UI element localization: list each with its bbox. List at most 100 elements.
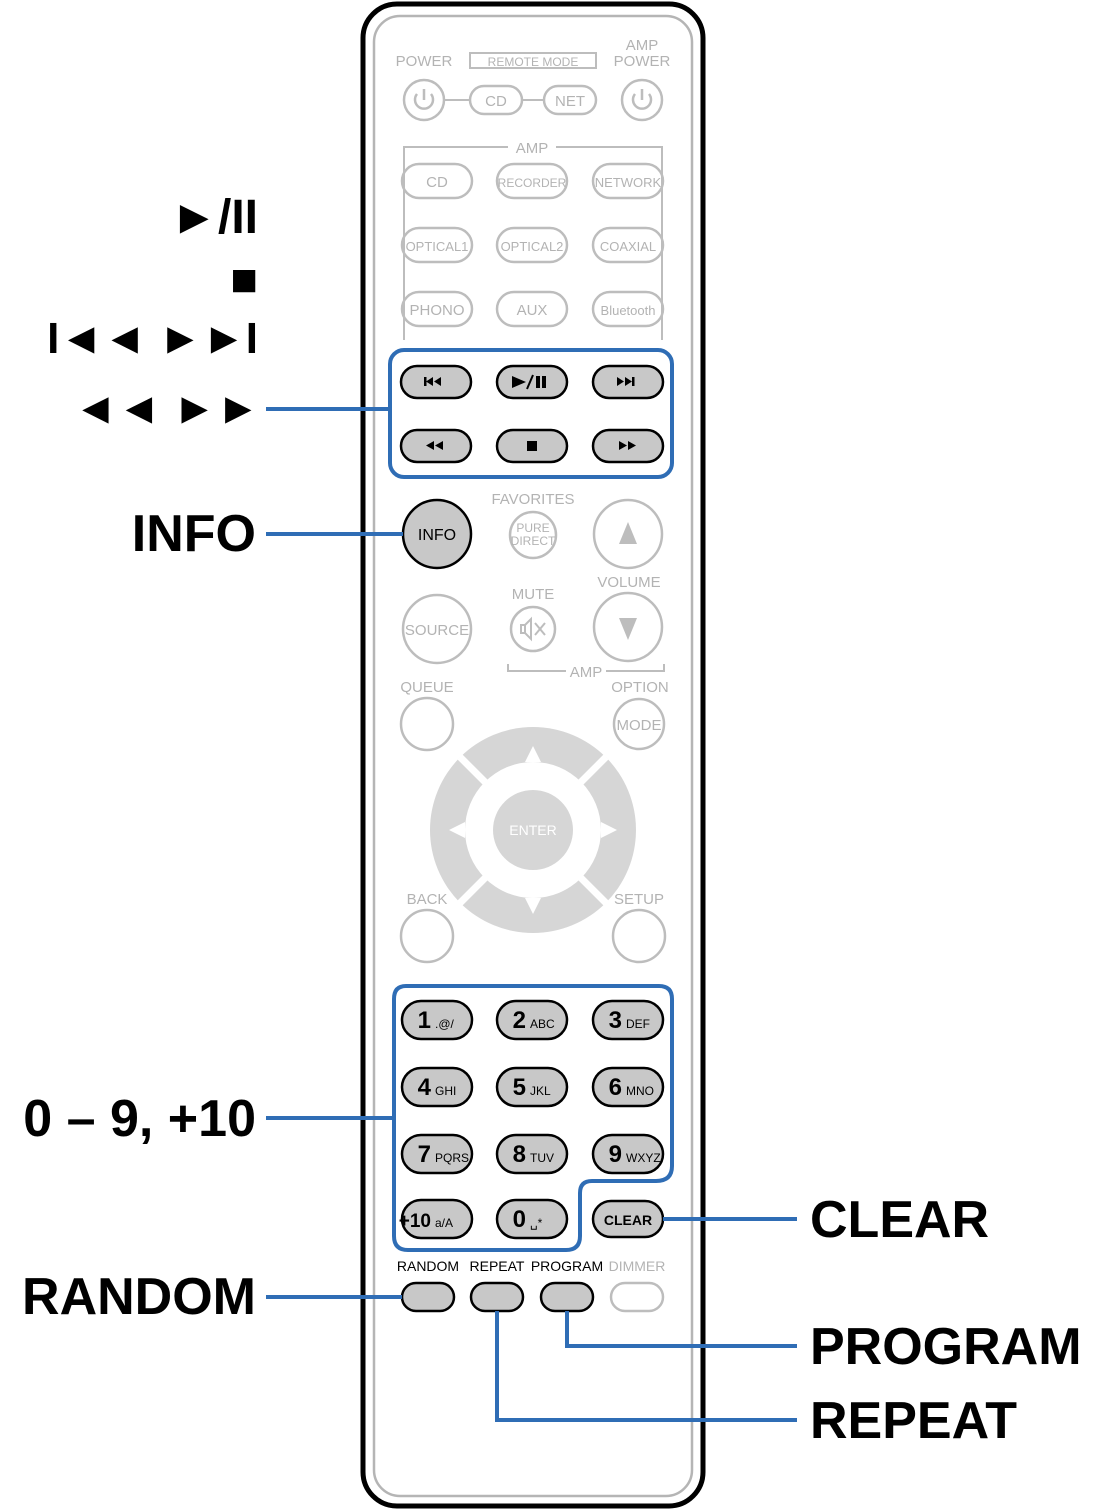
amp-input-cd-button[interactable]: CD: [400, 162, 474, 200]
numpad-key-number: 0: [513, 1206, 526, 1233]
svg-text:OPTICAL1: OPTICAL1: [406, 239, 469, 254]
numpad-key-letters: JKL: [530, 1084, 551, 1098]
svg-text:Bluetooth: Bluetooth: [601, 303, 656, 318]
amp-input-bluetooth-button[interactable]: Bluetooth: [591, 290, 665, 328]
numpad-key-0[interactable]: 0 ␣*: [495, 1198, 569, 1240]
dpad-left-icon[interactable]: [449, 822, 465, 838]
fast-forward-button[interactable]: [591, 428, 665, 464]
amp-section-label: AMP: [516, 140, 549, 157]
svg-text:MODE: MODE: [617, 717, 662, 734]
repeat-callout: REPEAT: [810, 1392, 1018, 1450]
program-button[interactable]: [539, 1281, 595, 1313]
amp-power-button[interactable]: [620, 78, 664, 122]
option-label: OPTION: [611, 679, 669, 696]
numpad-key-letters: ABC: [530, 1017, 555, 1031]
program-label: PROGRAM: [531, 1258, 603, 1274]
amp-input-coaxial-button[interactable]: COAXIAL: [591, 226, 665, 264]
volume-down-button[interactable]: [592, 591, 664, 663]
mute-label: MUTE: [512, 586, 555, 603]
numpad-key-2[interactable]: 2 ABC: [495, 999, 569, 1041]
directional-pad: ENTER: [430, 727, 636, 933]
rewind-button[interactable]: [399, 428, 473, 464]
fast-forward-icon: [619, 441, 636, 450]
enter-button[interactable]: [493, 790, 573, 870]
numpad-key-letters: TUV: [530, 1151, 554, 1165]
svg-text:PURE: PURE: [516, 521, 549, 535]
volume-up-button[interactable]: [592, 498, 664, 570]
numbers-callout: 0 – 9, +10: [23, 1090, 256, 1148]
svg-text:OPTICAL2: OPTICAL2: [501, 239, 564, 254]
random-button[interactable]: [400, 1281, 456, 1313]
power-icon: [413, 93, 435, 110]
setup-button[interactable]: [611, 908, 667, 964]
mode-button[interactable]: MODE: [612, 697, 666, 751]
amp-power-label-2: POWER: [614, 53, 671, 70]
numpad-key-number: 3: [609, 1007, 622, 1034]
svg-text:CLEAR: CLEAR: [604, 1212, 652, 1228]
dpad-right-icon[interactable]: [601, 822, 617, 838]
info-button[interactable]: INFO: [401, 498, 473, 570]
dimmer-label: DIMMER: [609, 1258, 666, 1274]
amp-input-recorder-button[interactable]: RECORDER: [495, 162, 569, 200]
play-pause-button[interactable]: [495, 364, 569, 400]
rewind-icon: [426, 441, 443, 450]
numpad-key-letters: ␣*: [530, 1216, 543, 1230]
random-callout: RANDOM: [22, 1268, 256, 1326]
queue-label: QUEUE: [400, 679, 453, 696]
source-button[interactable]: SOURCE: [401, 593, 473, 665]
amp-power-label-1: AMP: [626, 37, 659, 54]
skip-back-button[interactable]: [399, 364, 473, 400]
amp-input-network-button[interactable]: NETWORK: [591, 162, 665, 200]
numpad-key-1[interactable]: 1.@/: [400, 999, 474, 1041]
program-callout: PROGRAM: [810, 1318, 1082, 1376]
svg-text:CD: CD: [485, 93, 507, 110]
remote-mode-label: REMOTE MODE: [488, 55, 579, 69]
amp-input-aux-button[interactable]: AUX: [495, 290, 569, 328]
power-label: POWER: [396, 53, 453, 70]
program-leader-line: [565, 1311, 797, 1348]
numpad-key-number: +10: [399, 1211, 431, 1232]
queue-button[interactable]: [399, 696, 455, 752]
pure-direct-button[interactable]: PURE DIRECT: [508, 510, 558, 560]
repeat-button[interactable]: [469, 1281, 525, 1313]
numpad-key-number: 4: [418, 1074, 432, 1101]
svg-text:AUX: AUX: [517, 302, 548, 319]
svg-text:DIRECT: DIRECT: [511, 534, 556, 548]
back-button[interactable]: [399, 908, 455, 964]
triangle-down-icon: [619, 618, 637, 640]
dpad-down-icon[interactable]: [525, 898, 541, 914]
amp-input-optical2-button[interactable]: OPTICAL2: [495, 226, 569, 264]
clear-button[interactable]: CLEAR: [591, 1199, 665, 1239]
skip-forward-button[interactable]: [591, 364, 665, 400]
volume-label: VOLUME: [597, 574, 660, 591]
stop-callout: ■: [230, 253, 258, 305]
stop-icon: [527, 441, 537, 451]
svg-text:SOURCE: SOURCE: [405, 622, 469, 639]
svg-text:CD: CD: [426, 174, 448, 191]
numpad-highlight-box: [392, 984, 674, 1252]
remote-mode-net-button[interactable]: NET: [542, 84, 598, 116]
numpad-key-number: 7: [418, 1141, 431, 1168]
stop-button[interactable]: [495, 428, 569, 464]
power-icon: [631, 93, 653, 110]
amp-input-phono-button[interactable]: PHONO: [400, 290, 474, 328]
numpad-key-number: 2: [513, 1007, 526, 1034]
triangle-up-icon: [619, 522, 637, 544]
numpad-key-number: 6: [609, 1074, 622, 1101]
search-callout: ◄◄ ►►: [73, 384, 260, 433]
amp-input-optical1-button[interactable]: OPTICAL1: [400, 226, 474, 264]
dpad-up-icon[interactable]: [525, 746, 541, 762]
setup-label: SETUP: [614, 891, 664, 908]
mute-button[interactable]: [509, 605, 557, 653]
dimmer-button[interactable]: [609, 1281, 665, 1313]
favorites-label: FAVORITES: [491, 491, 574, 508]
